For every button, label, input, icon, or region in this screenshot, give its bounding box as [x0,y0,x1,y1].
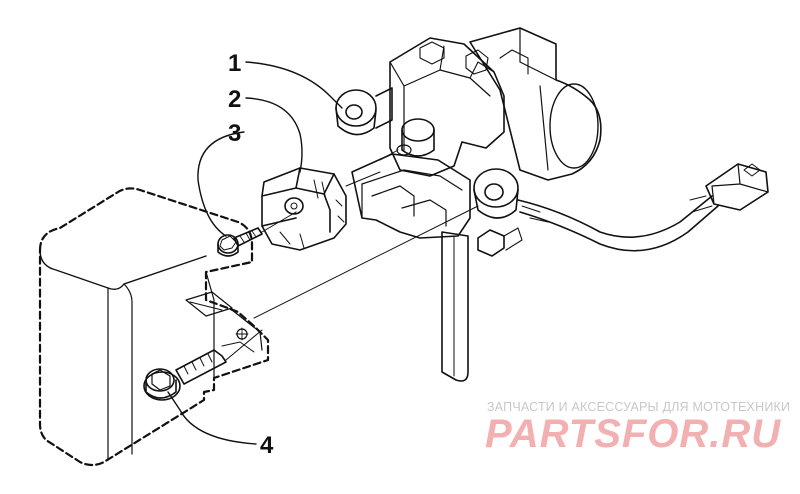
watermark-logo: PARTSFOR.RU [485,412,782,456]
leader-line-2 [245,97,303,173]
callout-label-2: 2 [228,86,242,113]
cover-housing [38,187,270,467]
cam-adapter-part-2 [261,167,347,251]
watermark-tagline: ЗАПЧАСТИ И АКСЕССУАРЫ ДЛЯ МОТОТЕХНИКИ [487,400,791,414]
leader-line-3 [197,131,245,237]
cam-2-alignment-line [345,171,381,187]
bolt-4-alignment-line [225,329,263,361]
callout-label-3: 3 [228,120,242,147]
actuator-assembly-part-1 [335,27,769,382]
cover-alignment-line [253,205,479,319]
screw-part-3 [217,227,263,257]
leader-line-4 [167,391,257,445]
callout-label-4: 4 [260,432,274,459]
bolt-part-4 [143,349,227,401]
callout-label-1: 1 [228,50,242,77]
leader-line-1 [245,61,343,109]
